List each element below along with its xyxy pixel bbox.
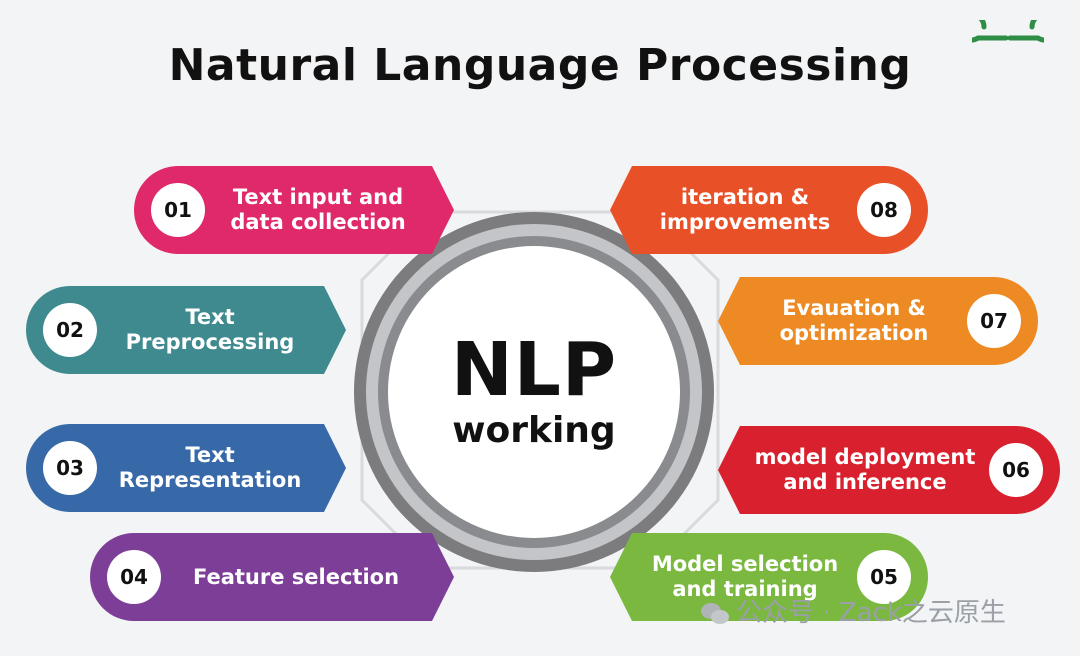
step-number: 01	[164, 198, 192, 222]
step-number: 02	[56, 318, 84, 342]
center-label: NLP working	[386, 330, 682, 452]
step-pill-02	[26, 286, 346, 374]
step-label-line: and training	[672, 577, 818, 601]
step-number-badge-08	[857, 183, 911, 237]
step-label-line: Preprocessing	[125, 330, 295, 354]
step-label-line: Text	[185, 305, 235, 329]
step-label-line: model deployment	[754, 445, 976, 469]
step-label-line: Evauation &	[782, 296, 926, 320]
center-subtitle: working	[452, 410, 616, 451]
step-pill-05	[610, 533, 928, 621]
step-pill-07	[718, 277, 1038, 365]
step-number: 07	[980, 309, 1008, 333]
step-label-line: optimization	[779, 321, 929, 345]
page-title: Natural Language Processing	[168, 40, 912, 91]
geeksforgeeks-logo	[972, 20, 1044, 43]
step-number: 06	[1002, 458, 1030, 482]
step-label-line: iteration &	[680, 185, 810, 209]
step-pill-06	[718, 426, 1060, 514]
step-pill-01	[134, 166, 454, 254]
step-number: 03	[56, 456, 84, 480]
step-label: Evauation &optimization	[744, 296, 964, 346]
step-number-badge-03	[43, 441, 97, 495]
step-label-line: Text	[185, 443, 235, 467]
step-number-badge-07	[967, 294, 1021, 348]
step-label-line: and inference	[783, 470, 947, 494]
step-pill-08	[610, 166, 928, 254]
step-label-line: data collection	[230, 210, 406, 234]
step-number-badge-02	[43, 303, 97, 357]
step-pill-03	[26, 424, 346, 512]
step-number-badge-05	[857, 550, 911, 604]
step-label-line: Feature selection	[192, 564, 400, 589]
center-title: NLP	[450, 327, 618, 413]
step-number-badge-06	[989, 443, 1043, 497]
center-disc	[388, 246, 680, 538]
step-label: Feature selection	[164, 565, 428, 590]
step-number: 04	[120, 565, 148, 589]
step-label-line: Text input and	[232, 185, 404, 209]
step-number: 05	[870, 565, 898, 589]
step-label-line: Representation	[118, 468, 302, 492]
wechat-icon	[701, 602, 729, 624]
step-label-line: Model selection	[651, 552, 839, 576]
step-label: iteration &improvements	[636, 185, 854, 235]
step-label-line: improvements	[659, 210, 831, 234]
step-number-badge-04	[107, 550, 161, 604]
step-number-badge-01	[151, 183, 205, 237]
step-pill-04	[90, 533, 454, 621]
watermark: 公众号 · Zack之云原生	[700, 596, 1060, 630]
step-number: 08	[870, 198, 898, 222]
watermark-text: 公众号 · Zack之云原生	[736, 598, 1006, 628]
